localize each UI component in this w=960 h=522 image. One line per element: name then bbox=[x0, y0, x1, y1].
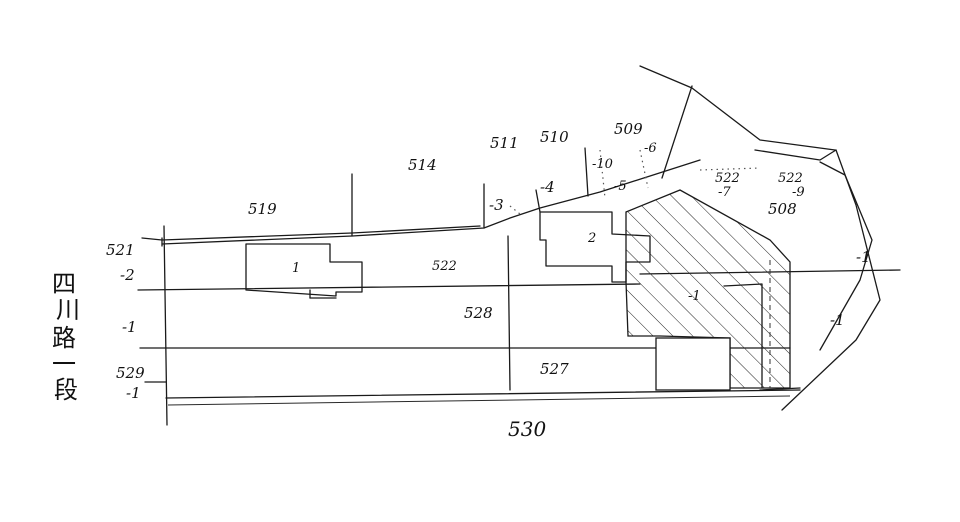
road-char-2: 川 bbox=[56, 296, 80, 324]
label-building-1: 1 bbox=[292, 261, 300, 276]
parcel-labels: 521 -2 -1 529 -1 519 514 511 510 509 -3 … bbox=[106, 120, 871, 441]
hatched-parcel bbox=[625, 189, 791, 391]
label-hatch-1: -1 bbox=[688, 289, 701, 304]
label-511: 511 bbox=[490, 134, 519, 152]
label-509-6: -6 bbox=[644, 141, 657, 156]
road-char-1: 四 bbox=[52, 270, 76, 298]
boundary-lines bbox=[137, 65, 901, 426]
label-514: 514 bbox=[408, 156, 437, 174]
label-529-1: -1 bbox=[126, 384, 141, 402]
road-char-3: 路 bbox=[52, 324, 76, 352]
label-527: 527 bbox=[540, 360, 569, 378]
label-509: 509 bbox=[614, 120, 643, 138]
label-511-3: -3 bbox=[489, 196, 504, 214]
label-509-5: -5 bbox=[614, 179, 627, 194]
label-522-9: -9 bbox=[792, 185, 805, 200]
label-east-1b: -1 bbox=[830, 311, 845, 329]
label-522-top: 522 bbox=[715, 171, 740, 186]
label-510-4: -4 bbox=[540, 178, 555, 196]
label-530: 530 bbox=[508, 417, 546, 441]
label-509-10: -10 bbox=[592, 157, 613, 172]
dotted-lines bbox=[509, 149, 761, 215]
road-char-5: 段 bbox=[54, 376, 78, 404]
label-508: 508 bbox=[768, 200, 797, 218]
label-521: 521 bbox=[106, 241, 135, 259]
label-522: 522 bbox=[432, 259, 457, 274]
road-char-4: 一 bbox=[52, 350, 76, 378]
label-521-1: -1 bbox=[122, 318, 137, 336]
label-529: 529 bbox=[116, 364, 145, 382]
label-522-7: -7 bbox=[718, 185, 731, 200]
label-522-b: 522 bbox=[778, 171, 803, 186]
label-519: 519 bbox=[248, 200, 277, 218]
label-510: 510 bbox=[540, 128, 569, 146]
label-521-2: -2 bbox=[120, 266, 135, 284]
label-528: 528 bbox=[464, 304, 493, 322]
building-1-outline bbox=[245, 243, 363, 299]
road-name: 四 川 路 一 段 bbox=[52, 270, 80, 404]
label-building-2: 2 bbox=[587, 231, 596, 246]
label-east-1a: -1 bbox=[856, 248, 871, 266]
